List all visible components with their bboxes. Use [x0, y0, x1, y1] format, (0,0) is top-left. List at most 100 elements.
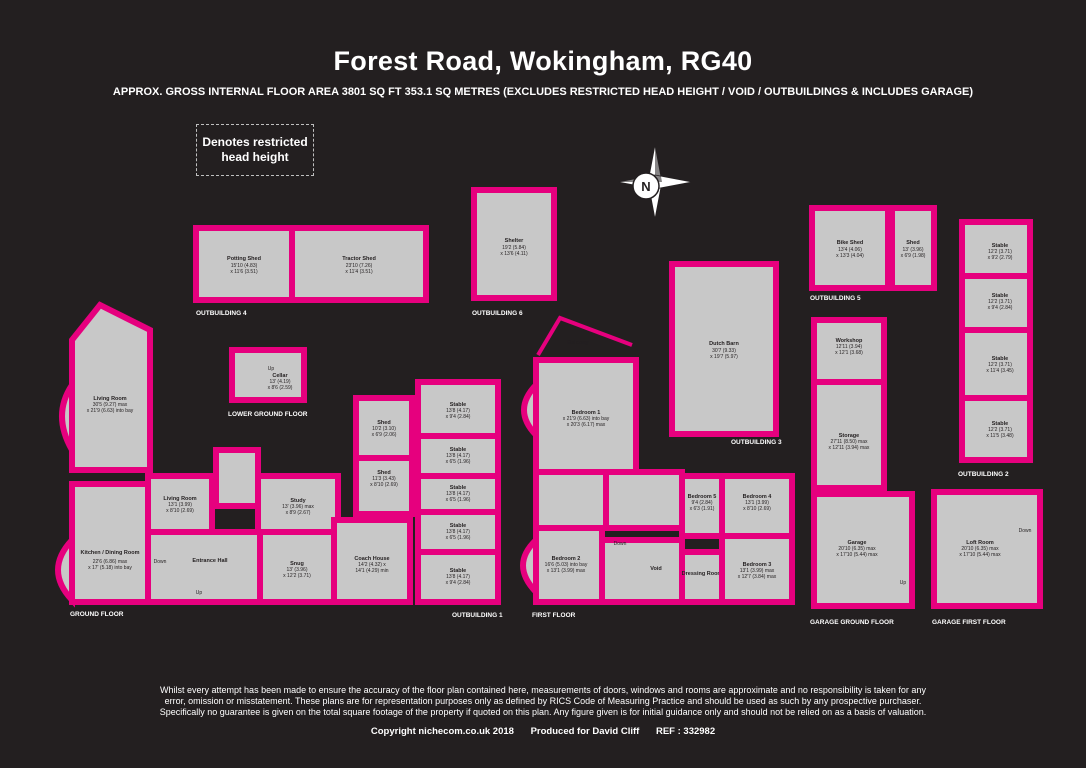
outbuilding-2-label: OUTBUILDING 2: [958, 471, 1009, 478]
room-dim: 12'2 (3.71): [988, 299, 1012, 305]
copyright-text: Copyright nichecom.co.uk 2018: [370, 726, 514, 737]
room-name: Dutch Barn: [709, 341, 739, 347]
outbuilding-6-label: OUTBUILDING 6: [472, 310, 523, 317]
room-name: Study: [290, 498, 306, 504]
room-dim: x 17'10 (5.44) max: [959, 552, 1001, 558]
living-room-bay: [59, 375, 75, 462]
bathroom: [603, 469, 685, 531]
room-dim: x 8'10 (2.69): [743, 506, 771, 512]
cellar-room: [229, 347, 307, 403]
room-dim: 11'3 (3.43): [372, 476, 396, 482]
storage-room: [811, 379, 887, 491]
en-suite-bathroom: [533, 469, 609, 531]
room-dim: 12'11 (3.94): [836, 344, 862, 350]
room-dim: x 13'6 (4.11): [500, 251, 528, 257]
room-dim: x 21'9 (6.63) into bay: [87, 408, 134, 414]
page-title: Forest Road, Wokingham, RG40: [333, 46, 753, 76]
floor-area-subtitle: APPROX. GROSS INTERNAL FLOOR AREA 3801 S…: [112, 86, 974, 98]
room-dim: 14'1 (4.29) min: [355, 568, 388, 574]
room-name: Living Room: [163, 496, 196, 502]
room-dim: 13' (3.96): [903, 247, 924, 253]
outbuilding-1: Shed 10'2 (3.10) x 6'9 (2.06) Shed 11'3 …: [353, 379, 503, 619]
room-dim: x 8'9 (2.67): [286, 510, 311, 516]
room-dim: x 9'4 (2.84): [446, 580, 471, 586]
room-dim: 13'8 (4.17): [446, 574, 470, 580]
disclaimer-line-3: Specifically no guarantee is given on th…: [159, 707, 927, 717]
room-dim: x 11'6 (3.51): [230, 269, 258, 275]
stairs-down-label: Down: [614, 541, 627, 547]
room-name: Bike Shed: [837, 240, 864, 246]
room-name: Stable: [450, 402, 467, 408]
disclaimer-line-2: error, omission or misstatement. These p…: [164, 696, 922, 706]
first-floor-label: FIRST FLOOR: [532, 612, 576, 619]
dutch-barn-room: [669, 261, 779, 437]
living-room: [69, 301, 153, 473]
coach-house-room: [331, 517, 413, 605]
room-dim: 9'4 (2.84): [692, 500, 713, 506]
room-dim: x 17'10 (5.44) max: [836, 552, 878, 558]
loft-room: [931, 489, 1043, 609]
landing-void: [599, 537, 685, 605]
lower-ground-floor: Cellar 13' (4.19) x 8'6 (2.59) Up LOWER …: [228, 347, 308, 418]
balcony-outline: [536, 315, 633, 357]
bedroom-3-room: [719, 533, 795, 605]
room-dim: 13'1 (3.99): [168, 502, 192, 508]
room-name: Loft Room: [966, 540, 994, 546]
room-name: Dressing Room: [682, 571, 723, 577]
outbuilding-1-label: OUTBUILDING 1: [452, 612, 503, 619]
potting-shed-room: [193, 225, 295, 303]
ob2-stable-1: [959, 219, 1033, 279]
outbuilding-4: Potting Shed 15'10 (4.83) x 11'6 (3.51) …: [193, 225, 429, 317]
stairs-up-label: Up: [196, 590, 203, 596]
bedroom-1-bay: [521, 377, 539, 443]
ob1-stable-1: [415, 379, 501, 439]
room-name: Stable: [450, 485, 467, 491]
room-name: Void: [650, 566, 662, 572]
kitchen-dining-room: [69, 481, 151, 605]
ob2-stable-4: [959, 395, 1033, 463]
room-dim: x 19'7 (5.97): [710, 354, 738, 360]
tractor-shed-room: [289, 225, 429, 303]
room-name: Snug: [290, 561, 304, 567]
outbuilding-5-label: OUTBUILDING 5: [810, 295, 861, 302]
room-dim: x 11'4 (3.51): [345, 269, 373, 275]
room-dim: x 6'9 (1.98): [901, 253, 926, 259]
room-dim: 10'2 (3.10): [372, 426, 396, 432]
room-dim: x 6'5 (1.96): [446, 459, 471, 465]
room-dim: x 6'9 (2.06): [372, 432, 397, 438]
produced-for-text: Produced for David Cliff: [530, 726, 640, 737]
room-name: Cellar: [272, 373, 288, 379]
room-dim: 15'10 (4.83): [231, 263, 258, 269]
room-name: Living Room: [93, 396, 126, 402]
room-dim: x 6'5 (1.96): [446, 497, 471, 503]
room-name: Bedroom 5: [688, 494, 717, 500]
garage-ground-floor-label: GARAGE GROUND FLOOR: [810, 619, 894, 626]
room-dim: x 21'9 (6.63) into bay: [563, 416, 610, 422]
room-name: Garage: [848, 540, 867, 546]
room-dim: 30'5 (9.27) max: [93, 402, 128, 408]
room-dim: x 8'10 (2.69): [166, 508, 194, 514]
room-dim: x 12'1 (3.68): [835, 350, 863, 356]
room-dim: x 17' (5.18) into bay: [88, 565, 132, 571]
disclaimer-line-1: Whilst every attempt has been made to en…: [160, 685, 926, 695]
stairs-up-label: Up: [900, 580, 907, 586]
outbuilding-3-label: OUTBUILDING 3: [731, 439, 782, 446]
room-name: Stable: [450, 447, 467, 453]
lower-ground-floor-label: LOWER GROUND FLOOR: [228, 411, 308, 418]
kitchen-bay: [55, 532, 75, 608]
ob1-shed-1: [353, 395, 415, 461]
shelter-room: [471, 187, 557, 301]
bedroom-2-bay: [520, 532, 539, 600]
ob1-stable-5: [415, 549, 501, 605]
room-dim: 19'2 (5.84): [502, 245, 526, 251]
ob5-shed-room: [889, 205, 937, 291]
room-dim: x 11'4 (3.45): [986, 368, 1014, 374]
room-name: Kitchen / Dining Room: [81, 550, 140, 556]
room-dim: x 8'10 (2.69): [370, 482, 398, 488]
compass-icon: N: [617, 144, 693, 220]
room-dim: 13'8 (4.17): [446, 408, 470, 414]
room-dim: x 6'5 (1.96): [446, 535, 471, 541]
room-name: Stable: [450, 568, 467, 574]
study-room: [255, 473, 341, 535]
outbuilding-3: Dutch Barn 30'7 (9.33) x 19'7 (5.97) OUT…: [669, 261, 782, 446]
